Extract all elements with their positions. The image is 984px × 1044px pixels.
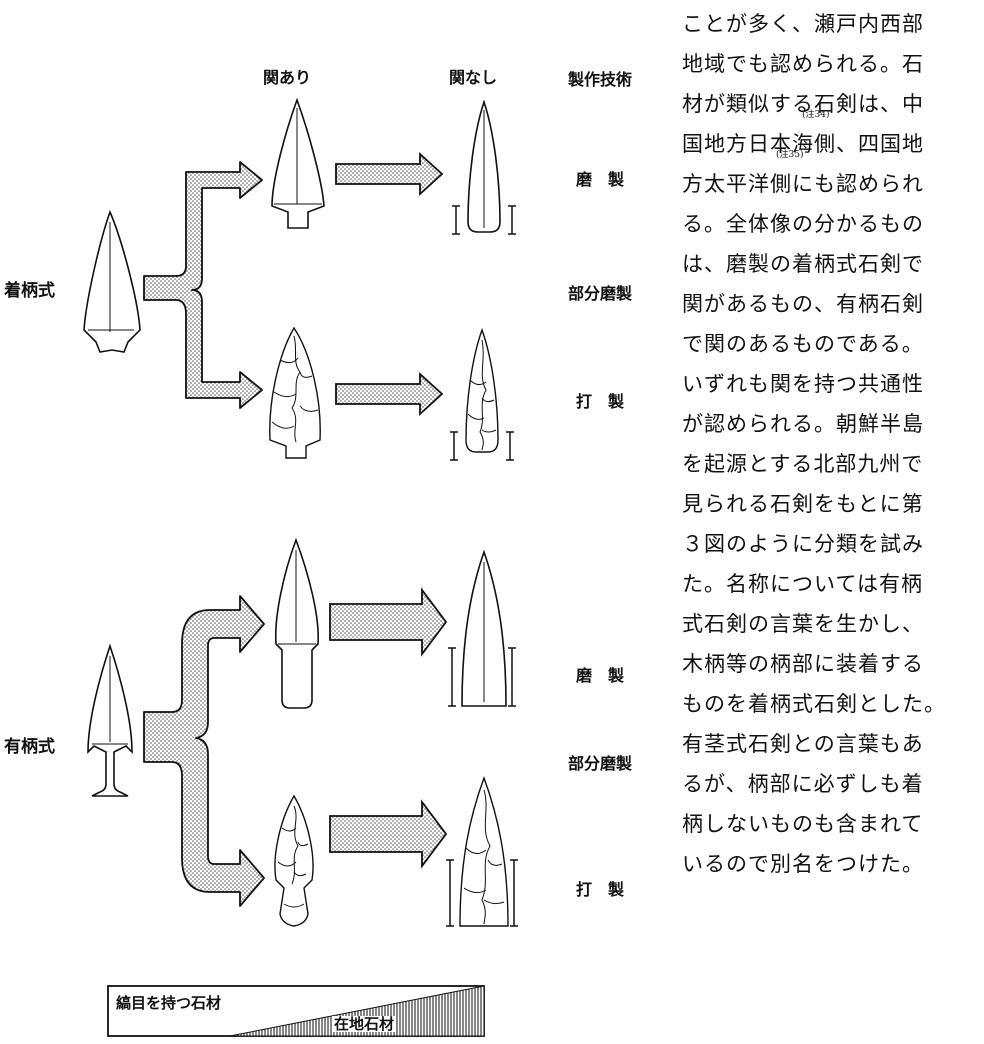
column-with-seki: 関あり	[263, 68, 312, 87]
text-line: は、磨製の着柄式石剣で	[682, 252, 924, 276]
length-bracket-4	[446, 859, 518, 927]
length-bracket-1	[452, 205, 516, 235]
text-line: 柄しないものも含まれて	[682, 812, 924, 836]
material-local-label: 在地石材	[332, 1015, 397, 1033]
technique-ground-2: 磨 製	[576, 666, 625, 685]
note-34-marker: (注34)	[802, 110, 830, 120]
text-line: 見られる石剣をもとに第	[682, 492, 924, 516]
column-technique: 製作技術	[568, 70, 633, 89]
classification-diagram	[83, 97, 518, 1037]
text-line: が認められる。朝鮮半島	[682, 412, 924, 436]
hilted-branch-arrow	[143, 595, 265, 907]
technique-partial-1: 部分磨製	[568, 284, 633, 303]
technique-chipped-1: 打 製	[576, 392, 625, 411]
material-bar	[107, 985, 485, 1037]
arrow-chipped-2	[329, 799, 448, 869]
ground-blade-no-seki-2	[461, 549, 507, 707]
text-line: 材が類似する石剣は、中	[682, 92, 924, 116]
text-line-note34: (注34) 国地方日本海側、四国地	[682, 110, 984, 164]
text-line: ３図のように分類を試み	[682, 532, 924, 556]
chipped-blade-no-seki-2	[459, 775, 509, 927]
text-line: いるので別名をつけた。	[682, 852, 924, 876]
text-line: で関のあるものである。	[682, 332, 924, 356]
arrow-ground-1	[335, 151, 444, 197]
text-line: 地域でも認められる。石	[682, 52, 924, 76]
material-striped-label: 縞目を持つ石材	[116, 994, 222, 1012]
length-bracket-2	[450, 431, 514, 461]
text-line: ものを着柄式石剣とした。	[682, 692, 946, 716]
text-line: 有茎式石剣との言葉もあ	[682, 732, 924, 756]
text-line: 式石剣の言葉を生かし、	[682, 612, 924, 636]
arrow-ground-2	[329, 587, 448, 657]
type-attached: 着柄式	[4, 281, 55, 301]
ground-blade-with-seki-1	[271, 97, 325, 229]
chipped-blade-with-seki-2	[274, 794, 314, 927]
text-line: た。名称については有柄	[682, 572, 923, 596]
ground-blade-with-seki-2	[274, 537, 320, 709]
body-text: ことが多く、瀬戸内西部 地域でも認められる。石 材が類似する石剣は、中 (注34…	[682, 4, 984, 884]
column-without-seki: 関なし	[449, 68, 498, 87]
note-35-marker: (注35)	[776, 150, 804, 160]
technique-chipped-2: 打 製	[576, 880, 625, 899]
text-line: 木柄等の柄部に装着する	[682, 652, 924, 676]
length-bracket-3	[448, 647, 516, 707]
chipped-blade-no-seki-1	[465, 327, 499, 453]
text-line: 方太平洋側にも認められ	[682, 172, 924, 196]
text-line: を起源とする北部九州で	[682, 452, 924, 476]
hilted-type-blade	[87, 643, 133, 797]
ground-blade-no-seki-1	[467, 99, 501, 233]
type-hilted: 有柄式	[4, 737, 55, 757]
text-line: 関があるもの、有柄石剣	[682, 292, 924, 316]
text-line: るが、柄部に必ずしも着	[682, 772, 924, 796]
text-line-note35: (注35) 方太平洋側にも認められ	[682, 150, 984, 204]
attached-branch-arrow	[143, 161, 263, 409]
text-line: る。全体像の分かるもの	[682, 212, 924, 236]
technique-ground-1: 磨 製	[576, 170, 625, 189]
attached-type-blade	[83, 209, 141, 353]
arrow-chipped-1	[335, 371, 444, 417]
text-line: いずれも関を持つ共通性	[682, 372, 924, 396]
technique-partial-2: 部分磨製	[568, 754, 633, 773]
chipped-blade-with-seki-1	[269, 326, 321, 459]
text-line: 国地方日本海側、四国地	[682, 132, 924, 156]
text-line: ことが多く、瀬戸内西部	[682, 12, 924, 36]
